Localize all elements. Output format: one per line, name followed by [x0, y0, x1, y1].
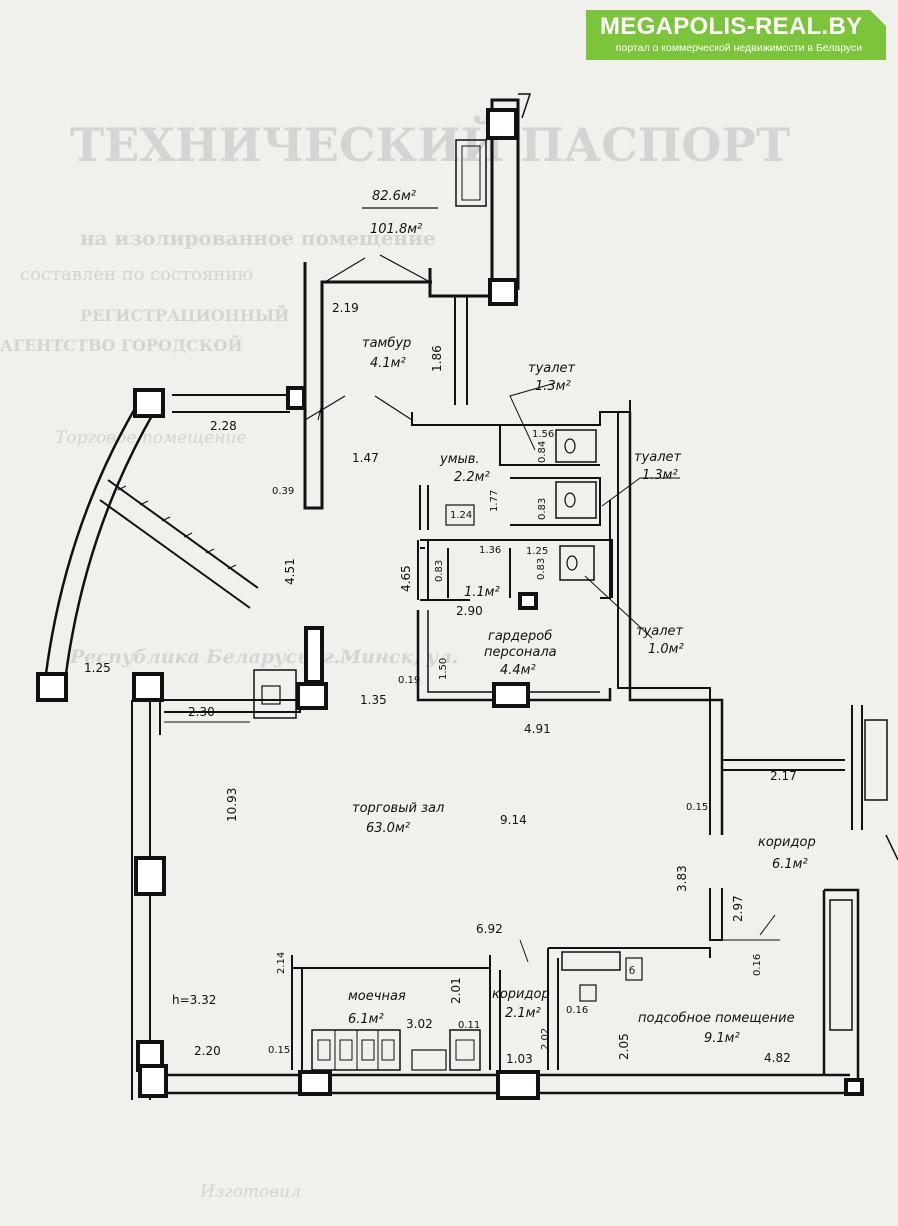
room-8-area: 63.0м²: [366, 821, 410, 836]
room-10-area: 6.1м²: [348, 1012, 384, 1027]
dim-0-15-b: 0.15: [268, 1045, 290, 1056]
dim-1-77: 1.77: [489, 490, 500, 512]
dim-1-50: 1.50: [438, 658, 449, 680]
dim-0-16-a: 0.16: [566, 1005, 588, 1016]
dim-0-83-c: 0.83: [536, 558, 547, 580]
dim-2-30: 2.30: [188, 705, 215, 719]
dim-1-03: 1.03: [506, 1052, 533, 1066]
brand-name: MEGAPOLIS-REAL.BY: [600, 13, 863, 40]
doc-line-7: Изготовил: [200, 1182, 301, 1202]
dim-4-91: 4.91: [524, 722, 551, 736]
dim-2-97: 2.97: [731, 895, 745, 922]
doc-line-1: на изолированное помещение: [80, 226, 436, 250]
mark-b: б: [629, 966, 635, 977]
room-8-name: торговый зал: [352, 801, 444, 816]
doc-line-2: составлен по состоянию: [20, 264, 253, 285]
dim-1-86: 1.86: [430, 345, 444, 372]
room-4-name: туалет: [634, 450, 682, 465]
dim-1-25-a: 1.25: [526, 546, 548, 557]
dim-0-39: 0.39: [272, 486, 294, 497]
room-5-name: туалет: [636, 624, 684, 639]
dim-1-56: 1.56: [532, 429, 554, 440]
doc-line-6: Республика Беларусь, г.Минск, ул.: [70, 646, 459, 668]
dim-2-14: 2.14: [276, 952, 287, 974]
room-4-area: 1.3м²: [642, 468, 678, 483]
dim-1-35: 1.35: [360, 693, 387, 707]
dim-4-82: 4.82: [764, 1051, 791, 1065]
dim-6-92: 6.92: [476, 922, 503, 936]
dim-2-02: 2.02: [540, 1028, 551, 1050]
dim-2-05: 2.05: [617, 1033, 631, 1060]
dim-2-90: 2.90: [456, 604, 483, 618]
dim-1-24: 1.24: [450, 510, 472, 521]
room-3-name: умыв.: [439, 452, 480, 467]
dim-0-83-b: 0.83: [434, 560, 445, 582]
dim-1-25-b: 1.25: [84, 661, 111, 675]
room-12-name: подсобное помещение: [638, 1011, 795, 1026]
doc-line-4: АГЕНТСТВО ГОРОДСКОЙ: [0, 336, 243, 355]
gross-area-label: 101.8м²: [370, 222, 422, 237]
dim-9-14: 9.14: [500, 813, 527, 827]
dim-10-93: 10.93: [225, 788, 239, 822]
dim-4-65: 4.65: [399, 565, 413, 592]
room-2-name: туалет: [528, 361, 576, 376]
room-10-name: мoечная: [348, 989, 406, 1004]
doc-line-3: РЕГИСТРАЦИОННЫЙ: [80, 306, 290, 325]
dim-0-16-b: 0.16: [752, 954, 763, 976]
dim-2-17: 2.17: [770, 769, 797, 783]
room-2-area: 1.3м²: [535, 379, 571, 394]
room-6-area: 1.1м²: [464, 585, 500, 600]
site-banner[interactable]: MEGAPOLIS-REAL.BY портал о коммерческой …: [586, 10, 886, 60]
dim-0-19: 0.19: [398, 675, 420, 686]
ceiling-height: h=3.32: [172, 993, 216, 1007]
dim-2-20: 2.20: [194, 1044, 221, 1058]
dim-0-11: 0.11: [458, 1020, 480, 1031]
banner-corner: [870, 10, 886, 26]
dim-0-83-a: 0.83: [537, 498, 548, 520]
dim-0-84: 0.84: [537, 441, 548, 463]
doc-line-5: Торговое помещение: [55, 428, 247, 448]
dim-3-83: 3.83: [675, 865, 689, 892]
room-1-area: 4.1м²: [370, 356, 406, 371]
dim-2-19: 2.19: [332, 301, 359, 315]
dim-3-02: 3.02: [406, 1017, 433, 1031]
dim-1-47: 1.47: [352, 451, 379, 465]
dim-2-28: 2.28: [210, 419, 237, 433]
room-1-name: тамбур: [362, 336, 411, 351]
room-7-name: гардероб персонала: [484, 629, 557, 660]
room-9-area: 6.1м²: [772, 857, 808, 872]
room-11-area: 2.1м²: [505, 1006, 541, 1021]
dim-2-01: 2.01: [449, 977, 463, 1004]
room-3-area: 2.2м²: [454, 470, 490, 485]
room-12-area: 9.1м²: [704, 1031, 740, 1046]
room-7-area: 4.4м²: [500, 663, 536, 678]
dim-0-15-a: 0.15: [686, 802, 708, 813]
dim-1-36: 1.36: [479, 545, 501, 556]
dim-4-51: 4.51: [283, 558, 297, 585]
room-9-name: коридор: [758, 835, 816, 850]
brand-tagline: портал о коммерческой недвижимости в Бел…: [615, 42, 863, 54]
doc-title: ТЕХНИЧЕСКИЙ ПАСПОРТ: [70, 118, 791, 172]
room-11-name: коридор: [492, 987, 550, 1002]
total-area-label: 82.6м²: [372, 189, 416, 204]
room-5-area: 1.0м²: [648, 642, 684, 657]
